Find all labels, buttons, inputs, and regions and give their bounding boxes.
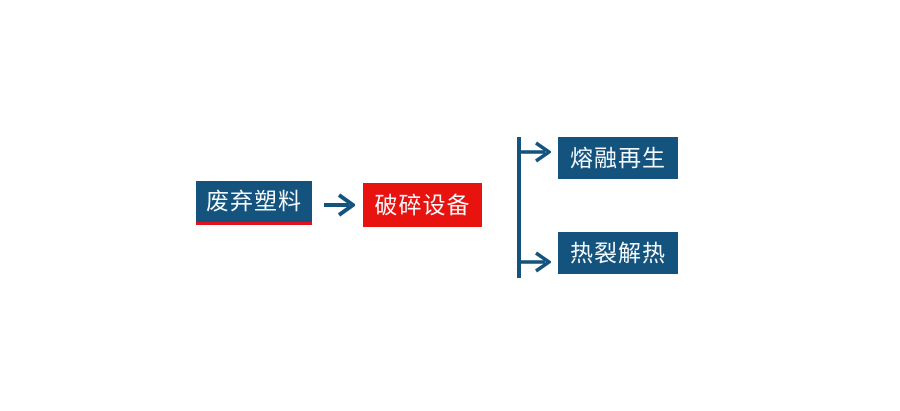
node-melt-regeneration: 熔融再生 xyxy=(558,137,678,179)
arrow-right-icon xyxy=(323,191,355,219)
branch-arrow-top-icon xyxy=(521,139,551,165)
branch-arrow-bottom-icon xyxy=(521,249,551,275)
node-pyrolysis-heat: 热裂解热 xyxy=(558,232,678,274)
node-crushing-equipment: 破碎设备 xyxy=(363,183,482,227)
node-pyrolysis-heat-label: 热裂解热 xyxy=(570,239,666,266)
branch-connector-line xyxy=(517,137,521,278)
node-waste-plastic-label: 废弃塑料 xyxy=(206,188,302,214)
node-melt-regeneration-label: 熔融再生 xyxy=(570,144,666,171)
node-crushing-equipment-label: 破碎设备 xyxy=(374,191,471,218)
node-waste-plastic: 废弃塑料 xyxy=(196,181,312,225)
